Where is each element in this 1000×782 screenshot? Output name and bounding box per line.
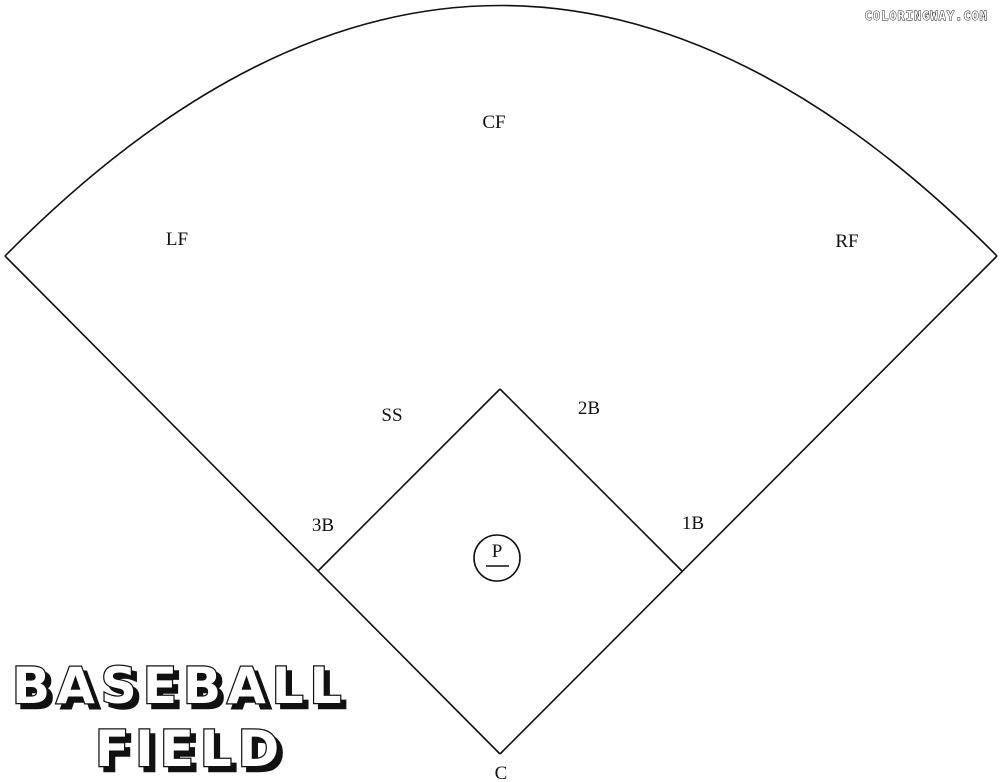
right-foul-line — [499, 255, 998, 755]
infield-second-to-first — [499, 388, 683, 572]
site-watermark: COLORINGWAY.COM — [865, 9, 988, 23]
pitchers-mound — [473, 534, 521, 582]
label-third-base: 3B — [312, 515, 334, 536]
label-right-field: RF — [835, 231, 858, 252]
label-center-field: CF — [482, 112, 505, 133]
title-line1-shadow: BASEBALL — [17, 662, 353, 720]
left-foul-line — [4, 255, 501, 755]
outfield-fence — [4, 4, 998, 257]
label-left-field: LF — [166, 229, 188, 250]
title-line2: FIELD — [95, 720, 285, 778]
infield-third-to-second — [317, 388, 501, 572]
label-pitcher: P — [492, 541, 503, 562]
label-second-base: 2B — [578, 398, 600, 419]
label-shortstop: SS — [381, 405, 402, 426]
title-line2-shadow: FIELD — [100, 725, 290, 782]
title-block: BASEBALL BASEBALL FIELD FIELD — [11, 656, 353, 782]
title-line1: BASEBALL — [12, 657, 348, 715]
label-first-base: 1B — [682, 513, 704, 534]
label-catcher: C — [495, 763, 508, 782]
